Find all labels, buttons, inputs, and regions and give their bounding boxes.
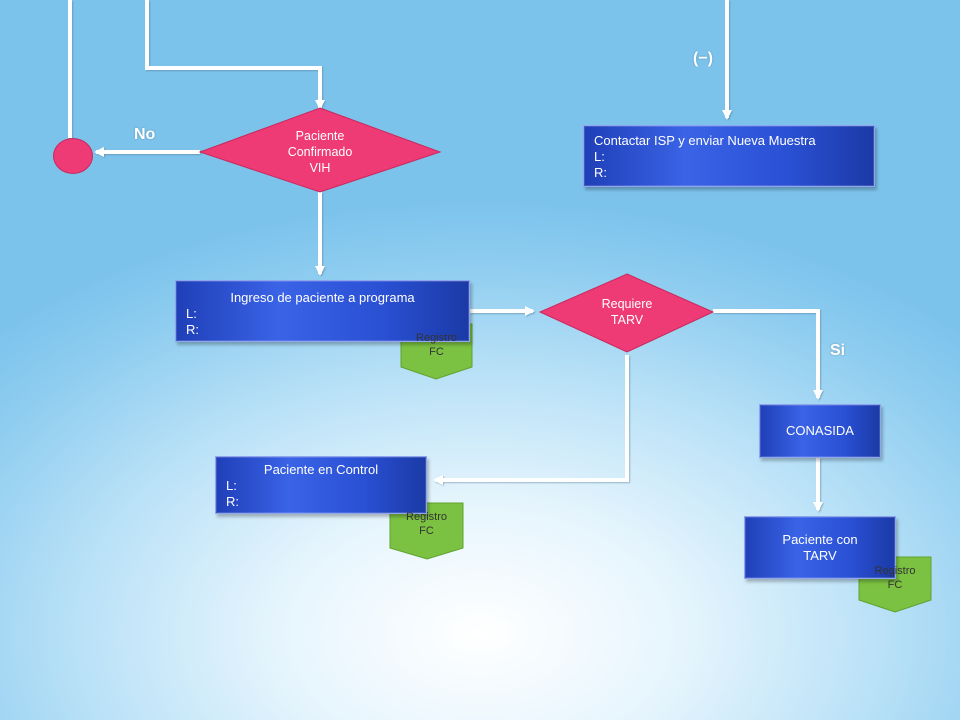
decision-requiere-tarv-shape xyxy=(538,273,715,353)
decision-line: Confirmado xyxy=(287,145,353,159)
process-l-field: L: xyxy=(594,149,605,164)
process-title: CONASIDA xyxy=(786,423,854,438)
document-registro-fc-2-shape xyxy=(389,502,464,560)
process-paciente-control: Paciente en Control L: R: xyxy=(215,456,427,514)
document-line: Registro xyxy=(416,332,457,344)
terminal-connector xyxy=(53,138,93,174)
process-r-field: R: xyxy=(226,494,239,509)
edge-label-negativo: (−) xyxy=(693,50,713,67)
decision-line: Requiere xyxy=(601,297,653,311)
decision-line: VIH xyxy=(309,161,331,175)
document-line: FC xyxy=(419,525,434,537)
connector-requiere-to-control xyxy=(433,355,629,485)
connector-requiere-to-conasida xyxy=(713,309,823,400)
process-conasida: CONASIDA xyxy=(759,404,881,458)
process-title: Ingreso de paciente a programa xyxy=(230,290,415,305)
document-line: Registro xyxy=(874,565,916,577)
connector-top-to-diamond xyxy=(145,0,325,110)
process-line: Paciente con xyxy=(782,531,858,547)
decision-line: TARV xyxy=(610,313,644,327)
edge-label-si: Si xyxy=(830,342,846,359)
document-line: Registro xyxy=(406,511,447,523)
process-contactar-isp: Contactar ISP y enviar Nueva Muestra L: … xyxy=(583,125,875,187)
document-registro-fc-2: Registro FC xyxy=(390,510,463,538)
document-registro-fc-3: Registro FC xyxy=(859,564,931,592)
process-l-field: L: xyxy=(186,306,197,321)
document-line: FC xyxy=(887,579,903,591)
decision-paciente-confirmado-shape xyxy=(198,107,442,193)
decision-requiere-tarv: Requiere TARV xyxy=(577,290,677,334)
process-r-field: R: xyxy=(186,322,199,337)
process-paciente-tarv: Paciente con TARV xyxy=(744,516,896,579)
decision-line: Paciente xyxy=(295,129,345,143)
process-title: Contactar ISP y enviar Nueva Muestra xyxy=(594,133,816,148)
process-ingreso-paciente: Ingreso de paciente a programa L: R: xyxy=(175,280,470,342)
process-title: Paciente en Control xyxy=(263,462,379,477)
document-line: FC xyxy=(429,346,444,358)
process-r-field: R: xyxy=(594,165,607,180)
process-l-field: L: xyxy=(226,478,237,493)
process-line: TARV xyxy=(803,547,837,563)
edge-label-no: No xyxy=(134,126,156,143)
decision-paciente-confirmado: Paciente Confirmado VIH xyxy=(250,122,390,182)
document-registro-fc-1: Registro FC xyxy=(401,331,472,359)
